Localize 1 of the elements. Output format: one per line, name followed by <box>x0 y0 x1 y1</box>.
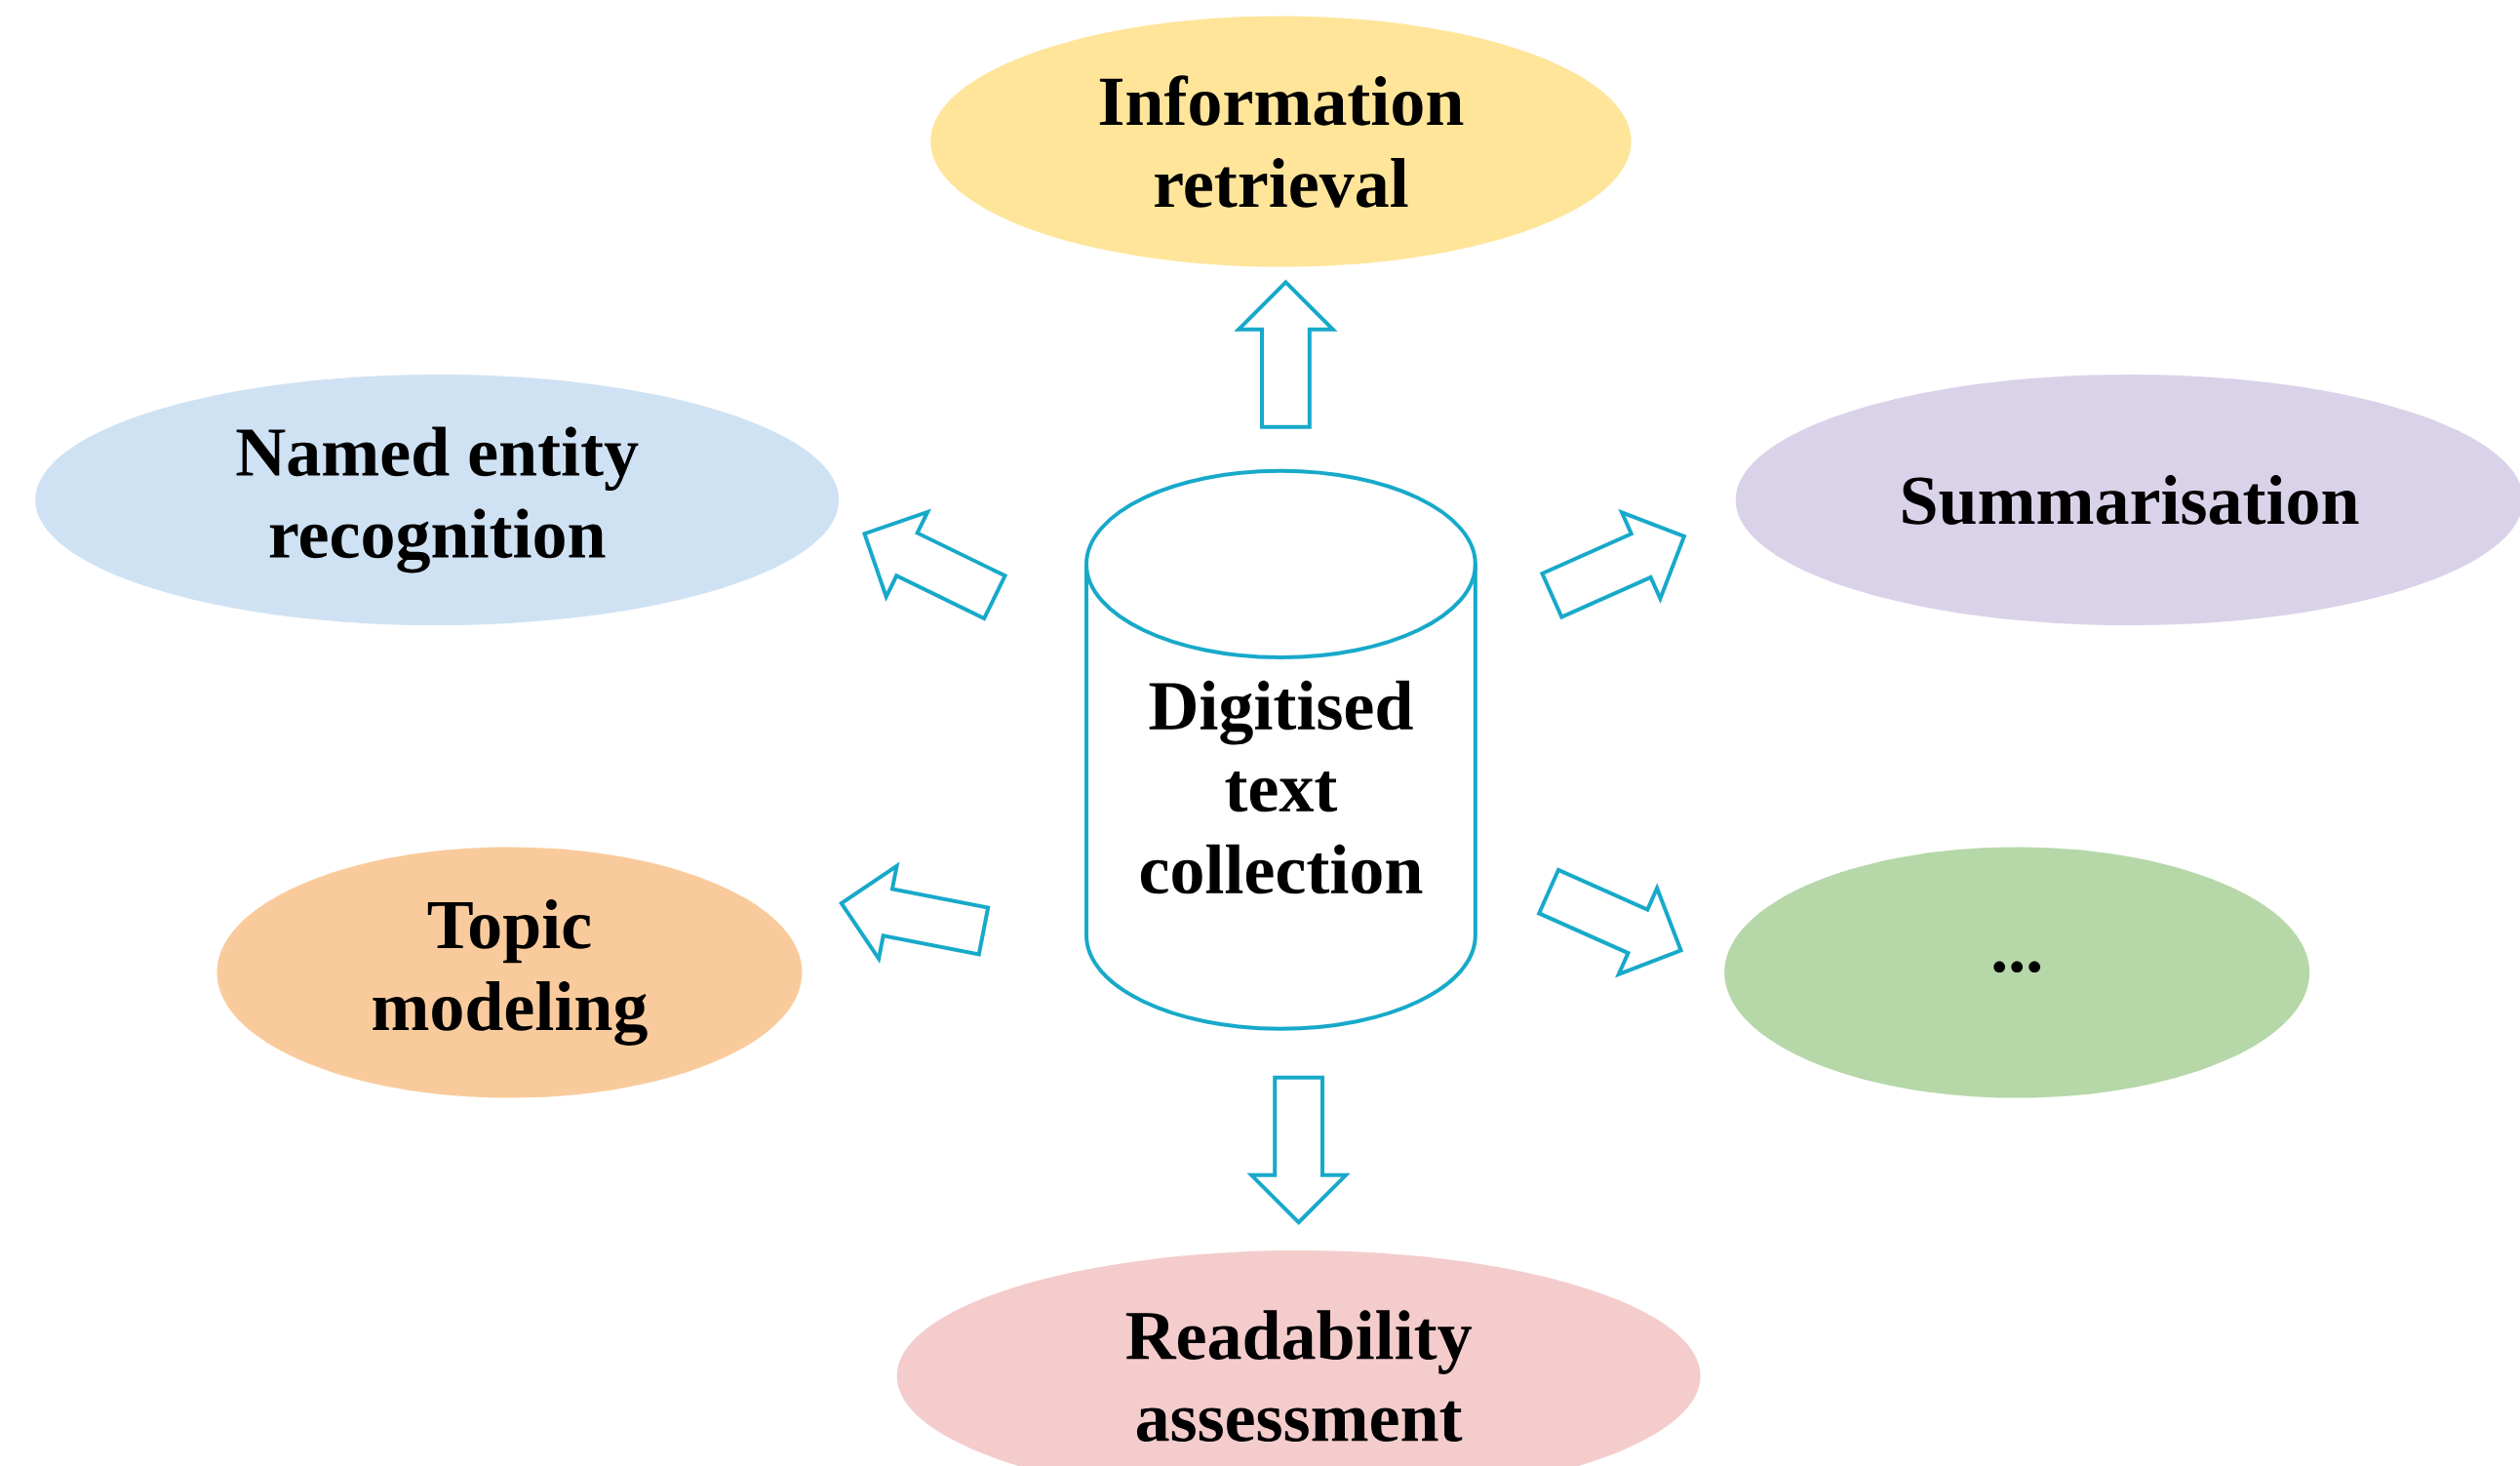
cylinder: Digitised text collection <box>1084 468 1477 1031</box>
